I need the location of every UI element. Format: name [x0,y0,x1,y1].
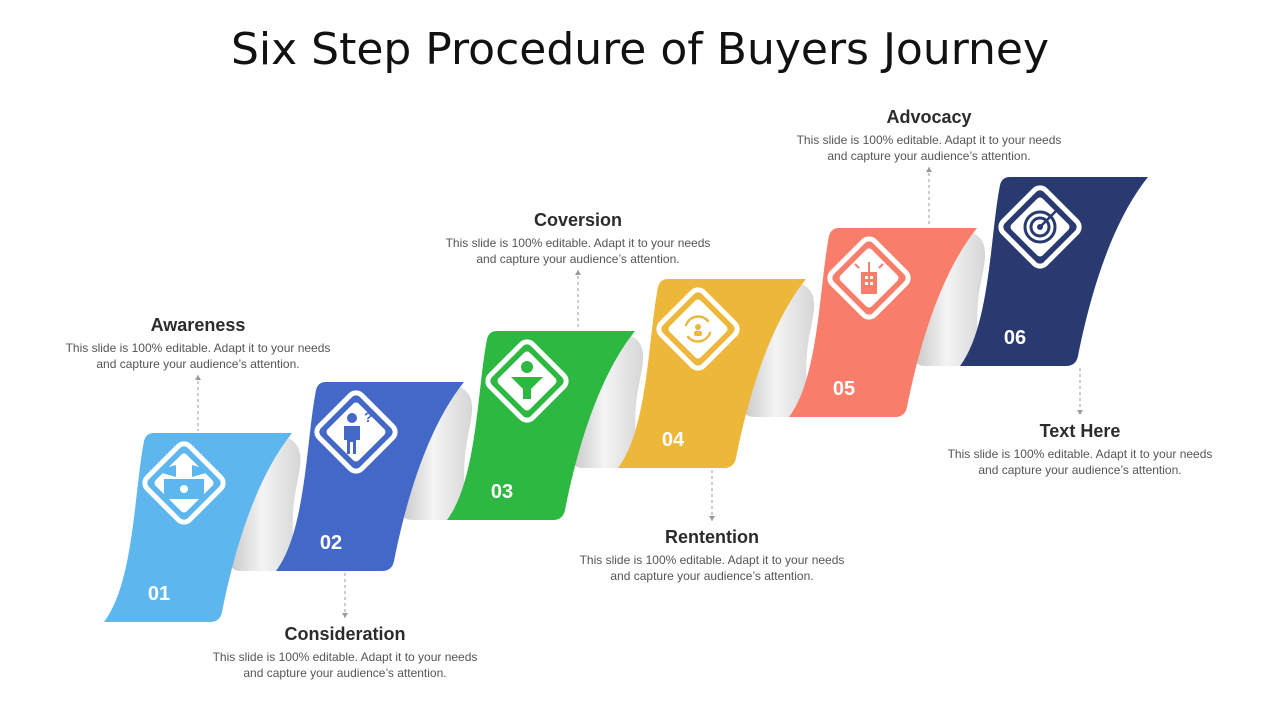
ribbon-panels: 01? 02 03 04 05 06 [104,177,1148,622]
funnel-dollar-icon [485,339,569,423]
connector-arrow [195,375,201,380]
megaphone-billboard-icon [142,441,226,525]
step-number: 02 [320,532,342,554]
step-title: Rentention [665,527,759,547]
step-number: 03 [491,481,513,503]
step-title: Consideration [284,624,406,644]
step-description: This slide is 100% editable. Adapt it to… [212,650,478,680]
step-description: This slide is 100% editable. Adapt it to… [445,236,711,266]
step-title: Coversion [533,210,623,230]
step-description: This slide is 100% editable. Adapt it to… [796,133,1062,163]
svg-text:?: ? [364,409,373,425]
connector-lines [195,167,1083,618]
page-title: Six Step Procedure of Buyers Journey [230,24,1050,75]
connector-arrow [575,270,581,275]
person-question-icon: ? [314,390,398,474]
connector-arrow [926,167,932,172]
step-title: Advocacy [886,107,972,127]
step-description: This slide is 100% editable. Adapt it to… [579,553,845,583]
step-description: This slide is 100% editable. Adapt it to… [947,447,1213,477]
connector-arrow [1077,410,1083,415]
step-number: 04 [662,429,685,451]
step-number: 06 [1004,327,1026,349]
target-icon [998,185,1082,269]
step-title: Awareness [150,315,246,335]
cycle-person-icon [656,287,740,371]
connector-arrow [342,613,348,618]
connector-arrow [709,516,715,521]
step-description: This slide is 100% editable. Adapt it to… [65,341,331,371]
step-title: Text Here [1039,421,1121,441]
building-broadcast-icon [827,236,911,320]
step-number: 05 [833,378,855,400]
step-number: 01 [148,583,170,605]
